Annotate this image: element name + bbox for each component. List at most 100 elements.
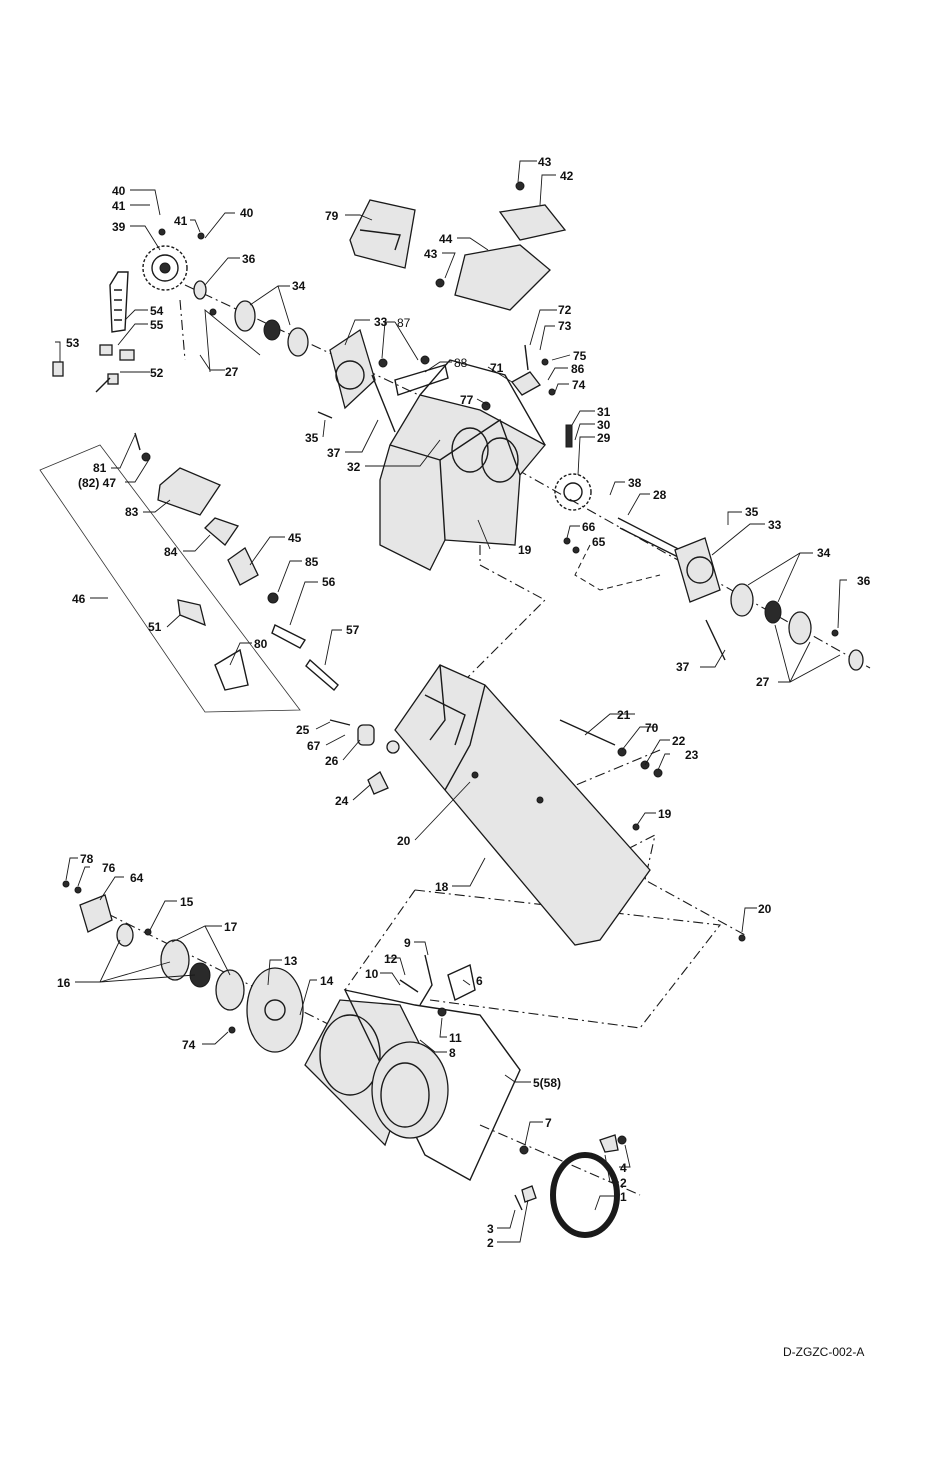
callout-45: 45 (288, 531, 302, 545)
drive-sprocket-group (53, 229, 308, 392)
sprocket-nut (159, 229, 165, 235)
callout-2: 2 (487, 1236, 494, 1250)
bushing-26 (358, 725, 374, 745)
callout-11: 11 (449, 1031, 462, 1045)
link-53 (53, 362, 63, 376)
callout-24: 24 (335, 794, 349, 808)
callout-75: 75 (573, 349, 587, 363)
bracket-6 (448, 965, 475, 1000)
callout-25: 25 (296, 723, 310, 737)
callout-15: 15 (180, 895, 194, 909)
callout-55: 55 (150, 318, 164, 332)
callout-87: 87 (397, 316, 411, 330)
callout-86: 86 (571, 362, 585, 376)
callout-57: 57 (346, 623, 360, 637)
callout-23: 23 (685, 748, 699, 762)
guards-top (350, 182, 565, 310)
callout-33: 33 (768, 518, 782, 532)
callout-67: 67 (307, 739, 321, 753)
callout-8: 8 (449, 1046, 456, 1060)
callout-16: 16 (57, 976, 71, 990)
callout-32: 32 (347, 460, 361, 474)
callout-38: 38 (628, 476, 642, 490)
lever-9 (420, 955, 432, 1005)
callout-66: 66 (582, 520, 596, 534)
callout-54: 54 (150, 304, 164, 318)
guard-79 (350, 200, 415, 268)
plate-13 (247, 968, 303, 1052)
callout-43: 43 (538, 155, 552, 169)
drive-chain (110, 272, 128, 332)
callout-36: 36 (242, 252, 256, 266)
link-56 (272, 625, 305, 648)
callout-12: 12 (384, 952, 398, 966)
callout-6: 6 (476, 974, 483, 988)
callout-40: 40 (112, 184, 126, 198)
callout-64: 64 (130, 871, 144, 885)
callout-9: 9 (404, 936, 411, 950)
callout-84: 84 (164, 545, 178, 559)
cover-42 (500, 205, 565, 240)
bearing-36a (194, 281, 206, 299)
callout-88: 88 (454, 356, 468, 370)
callout-76: 76 (102, 861, 116, 875)
callout-37: 37 (676, 660, 690, 674)
band-clamp-1 (515, 1135, 626, 1235)
callout-36: 36 (857, 574, 871, 588)
cover-44 (455, 245, 550, 310)
bracket-84 (205, 518, 238, 545)
callout-19: 19 (518, 543, 532, 557)
callout-74: 74 (182, 1038, 196, 1052)
callout-43: 43 (424, 247, 438, 261)
callout-85: 85 (305, 555, 319, 569)
link-57 (306, 660, 338, 690)
callout-82-47: (82) 47 (78, 476, 116, 490)
blower-housing-8 (305, 955, 520, 1180)
callout-41: 41 (174, 214, 188, 228)
callout-81: 81 (93, 461, 107, 475)
callout-83: 83 (125, 505, 139, 519)
callout-33: 33 (374, 315, 388, 329)
callout-51: 51 (148, 620, 162, 634)
callout-44: 44 (439, 232, 453, 246)
callout-42: 42 (560, 169, 574, 183)
callout-18: 18 (435, 880, 449, 894)
callout-31: 31 (597, 405, 611, 419)
callout-1: 1 (620, 1190, 627, 1204)
callout-5-58: 5(58) (533, 1076, 561, 1090)
callout-37: 37 (327, 446, 341, 460)
callout-53: 53 (66, 336, 80, 350)
callout-19: 19 (658, 807, 672, 821)
sprocket-29 (555, 474, 591, 510)
callout-78: 78 (80, 852, 94, 866)
callout-74: 74 (572, 378, 586, 392)
callout-46: 46 (72, 592, 86, 606)
link-51 (178, 600, 205, 625)
callout-56: 56 (322, 575, 336, 589)
callout-4: 4 (620, 1161, 627, 1175)
callout-20: 20 (758, 902, 772, 916)
callout-10: 10 (365, 967, 379, 981)
callout-35: 35 (745, 505, 759, 519)
callout-40: 40 (240, 206, 254, 220)
callout-3: 3 (487, 1222, 494, 1236)
callout-77: 77 (460, 393, 474, 407)
callout-80: 80 (254, 637, 268, 651)
callout-71: 71 (490, 361, 504, 375)
callout-65: 65 (592, 535, 606, 549)
callout-22: 22 (672, 734, 686, 748)
callout-14: 14 (320, 974, 334, 988)
callout-79: 79 (325, 209, 339, 223)
callout-34: 34 (292, 279, 306, 293)
callout-28: 28 (653, 488, 667, 502)
chute-18 (395, 665, 650, 945)
callout-29: 29 (597, 431, 611, 445)
callout-73: 73 (558, 319, 572, 333)
callout-13: 13 (284, 954, 298, 968)
callout-39: 39 (112, 220, 126, 234)
callout-26: 26 (325, 754, 339, 768)
hardware-71-86 (512, 345, 555, 395)
callout-7: 7 (545, 1116, 552, 1130)
drawing-code: D-ZGZC-002-A (783, 1345, 864, 1359)
